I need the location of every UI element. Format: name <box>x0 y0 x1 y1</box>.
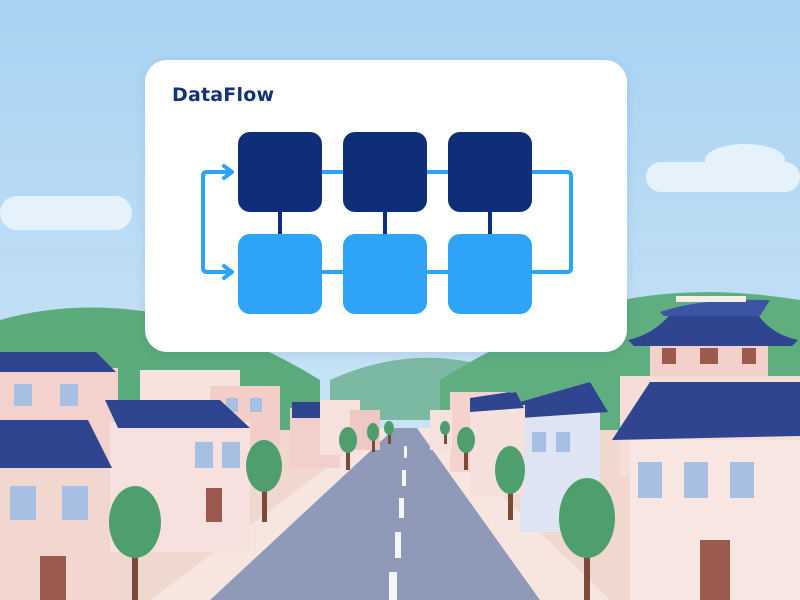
node-top-3 <box>448 132 532 212</box>
arrow-bottom-left-icon <box>222 264 234 280</box>
tree-8 <box>495 446 525 520</box>
building-right-1 <box>520 382 608 532</box>
building-left-4 <box>0 420 112 600</box>
flow-diagram <box>201 132 573 314</box>
road-markings <box>389 446 407 600</box>
road <box>210 428 540 600</box>
cloud-right <box>646 144 800 192</box>
node-bottom-2 <box>343 234 427 314</box>
node-top-1 <box>238 132 322 212</box>
dataflow-card: DataFlow <box>145 60 627 352</box>
tree-1 <box>109 486 161 600</box>
card-title: DataFlow <box>172 84 275 106</box>
arrow-top-left-icon <box>222 164 234 180</box>
building-right-3 <box>612 376 800 600</box>
node-bottom-1 <box>238 234 322 314</box>
tree-5 <box>384 421 394 444</box>
tree-6 <box>440 421 450 444</box>
tree-7 <box>457 427 475 470</box>
nodes <box>238 132 532 314</box>
sidewalk-left <box>150 428 395 600</box>
tree-3 <box>339 427 357 470</box>
tree-9 <box>559 478 615 600</box>
node-top-2 <box>343 132 427 212</box>
hanok-house <box>628 296 798 382</box>
tree-2 <box>246 440 282 522</box>
connector-left-loop <box>201 170 232 274</box>
tree-4 <box>367 423 379 452</box>
node-bottom-3 <box>448 234 532 314</box>
cloud-left <box>0 196 132 230</box>
connector-right-loop <box>528 170 573 274</box>
